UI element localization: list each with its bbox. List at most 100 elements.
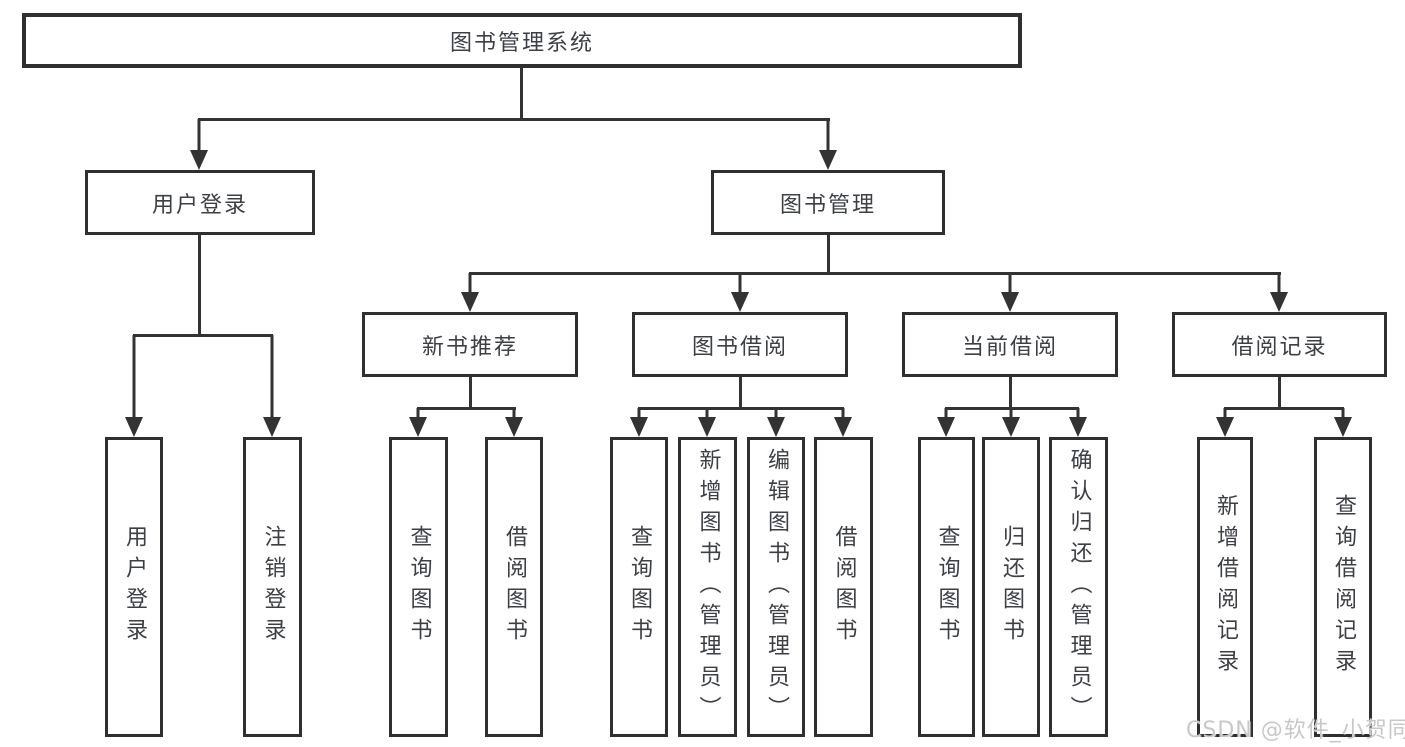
node-new-book-rec: 新书推荐 [362,312,578,377]
node-label: 新书推荐 [421,334,518,360]
node-label: 新增图书（管理员） [695,447,721,727]
connector-arrow [125,335,143,437]
arrow-stem [841,408,845,418]
node-leaf-query-books-cur: 查询图书 [918,437,975,737]
node-label: 借阅图书 [502,525,527,649]
node-label: 编辑图书（管理员） [764,447,789,727]
node-leaf-user-login: 用户登录 [105,437,163,737]
watermark: CSDN @软件_小贺同学 [1186,718,1405,743]
arrowhead-icon [1270,292,1288,312]
node-label: 归还图书 [999,525,1024,649]
arrow-stem [705,408,709,418]
connector-arrow [767,408,785,437]
arrowhead-icon [819,150,837,170]
node-leaf-query-books-new: 查询图书 [389,437,448,737]
node-label: 查询借阅记录 [1331,494,1356,680]
connector-line-vertical [1277,377,1281,408]
node-leaf-query-books-borrow: 查询图书 [610,437,668,737]
node-label: 图书管理系统 [449,30,594,56]
arrowhead-icon [698,417,716,437]
connector-line-vertical [468,377,472,408]
arrowhead-icon [1001,292,1019,312]
node-leaf-confirm-return: 确认归还（管理员） [1049,437,1108,737]
node-root: 图书管理系统 [22,13,1022,68]
arrowhead-icon [1002,417,1020,437]
arrowhead-icon [125,417,143,437]
arrow-stem [1008,273,1012,293]
connector-line-horizontal [133,333,273,337]
arrow-stem [270,335,274,418]
connector-arrow [731,273,749,312]
connector-line-horizontal [469,271,1281,275]
arrow-stem [1076,408,1080,418]
node-leaf-return-books: 归还图书 [982,437,1040,737]
node-label: 图书借阅 [691,334,788,360]
arrow-stem [637,408,641,418]
connector-arrow [461,273,479,312]
connector-line-vertical [519,68,523,119]
connector-line-vertical [826,235,830,273]
node-label: 确认归还（管理员） [1066,447,1092,727]
node-book-mgmt: 图书管理 [711,170,945,235]
arrowhead-icon [263,417,281,437]
node-user-login: 用户登录 [85,170,315,235]
node-leaf-add-borrow-rec: 新增借阅记录 [1197,437,1253,737]
connector-arrow [630,408,648,437]
node-leaf-add-books: 新增图书（管理员） [678,437,737,737]
node-book-borrow: 图书借阅 [632,312,848,377]
connector-arrow [1002,408,1020,437]
node-leaf-query-borrow-rec: 查询借阅记录 [1314,437,1372,737]
arrowhead-icon [190,150,208,170]
node-label: 新增借阅记录 [1213,494,1238,680]
connector-arrow [1270,273,1288,312]
node-label: 图书管理 [779,192,876,218]
node-label: 查询图书 [934,525,960,649]
node-label: 借阅图书 [831,525,857,649]
arrowhead-icon [1069,417,1087,437]
arrow-stem [826,119,830,151]
connector-arrow [819,119,837,170]
arrowhead-icon [630,417,648,437]
connector-arrow [1069,408,1087,437]
arrowhead-icon [461,292,479,312]
connector-arrow [263,335,281,437]
connector-arrow [505,408,523,437]
connector-line-horizontal [417,406,516,410]
node-leaf-logout: 注销登录 [243,437,302,737]
node-label: 查询图书 [406,525,432,649]
node-label: 查询图书 [627,525,652,649]
arrow-stem [1277,273,1281,293]
arrow-stem [1341,408,1345,418]
arrow-stem [468,273,472,293]
connector-arrow [834,408,852,437]
arrowhead-icon [505,417,523,437]
arrow-stem [512,408,516,418]
node-label: 注销登录 [260,525,286,649]
arrow-stem [416,408,420,418]
node-label: 当前借阅 [961,334,1058,360]
node-leaf-borrow-books-new: 借阅图书 [485,437,543,737]
arrow-stem [944,408,948,418]
connector-line-horizontal [198,117,830,121]
connector-arrow [1001,273,1019,312]
node-leaf-borrow-books-2: 借阅图书 [814,437,873,737]
connector-arrow [409,408,427,437]
connector-arrow [698,408,716,437]
connector-arrow [1216,408,1234,437]
arrow-stem [738,273,742,293]
node-borrow-records: 借阅记录 [1172,312,1387,377]
arrowhead-icon [937,417,955,437]
connector-arrow [937,408,955,437]
arrowhead-icon [1334,417,1352,437]
node-current-borrow: 当前借阅 [902,312,1118,377]
connector-line-vertical [1008,377,1012,408]
arrowhead-icon [409,417,427,437]
arrowhead-icon [767,417,785,437]
connector-line-horizontal [638,406,844,410]
arrow-stem [1009,408,1013,418]
connector-arrow [1334,408,1352,437]
node-label: 借阅记录 [1231,334,1328,360]
arrow-stem [1223,408,1227,418]
node-leaf-edit-books: 编辑图书（管理员） [747,437,805,737]
connector-line-vertical [197,235,201,335]
